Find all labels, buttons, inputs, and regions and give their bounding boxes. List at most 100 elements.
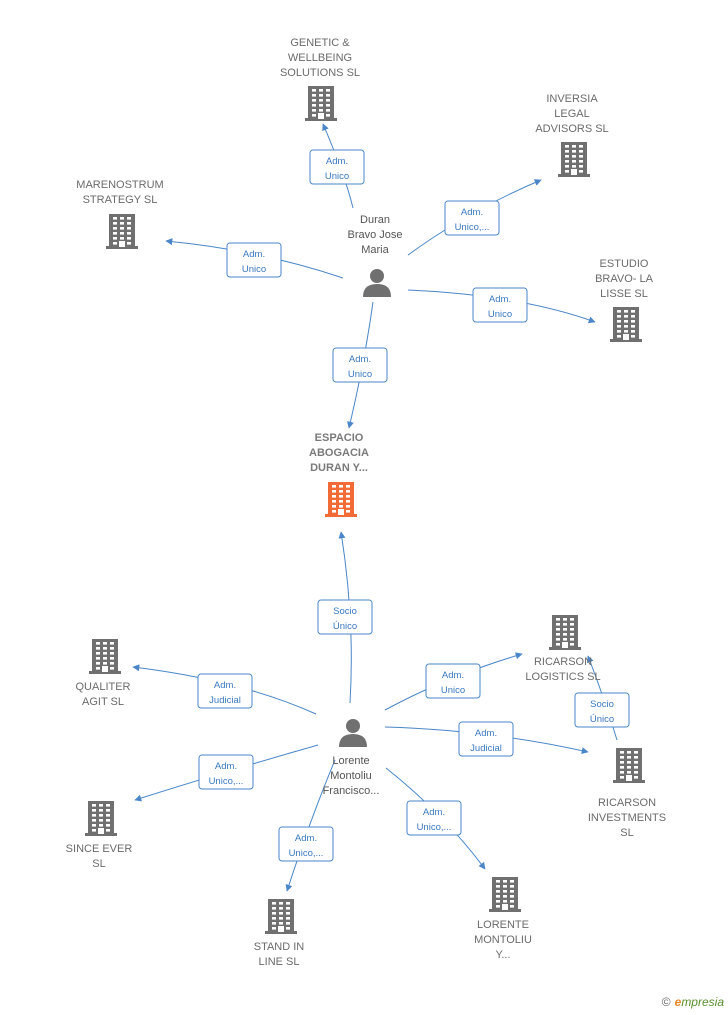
node-label-line: ABOGACIA [309, 447, 369, 459]
node-label-line: SINCE EVER [66, 843, 133, 855]
node-marenostrum[interactable]: MARENOSTRUM STRATEGY SL [76, 179, 164, 249]
node-label-line: QUALITER [75, 681, 130, 693]
node-lorente_y[interactable]: LORENTE MONTOLIU Y... [474, 877, 532, 961]
edge-label-lorente_p-to-lorente_y[interactable]: Adm. Unico,... [406, 800, 462, 836]
node-label-line: LOGISTICS SL [525, 671, 600, 683]
edge-lorente_p-to-stand [285, 759, 336, 892]
node-label-line: STAND IN [254, 941, 305, 953]
node-label-line: STRATEGY SL [83, 194, 158, 206]
node-label-line: MARENOSTRUM [76, 179, 163, 191]
node-label-line: RICARSON [534, 656, 592, 668]
edge-label-line: Adm. [442, 670, 464, 681]
node-label-line: Lorente [332, 755, 369, 767]
edge-label-line: Unico,... [289, 848, 324, 859]
node-label-line: LORENTE [477, 919, 529, 931]
edge-label-line: Unico [348, 369, 372, 380]
edge-label-line: Unico,... [417, 822, 452, 833]
edge-label-duran-to-inversia[interactable]: Adm.Unico,... [444, 200, 500, 236]
building-icon [610, 307, 642, 342]
node-label-line: Maria [361, 244, 389, 256]
edge-label-line: Unico [488, 309, 512, 320]
edge-label-duran-to-genetic[interactable]: Adm. Unico [309, 149, 365, 185]
node-lorente_p[interactable]: LorenteMontoliuFrancisco... [323, 719, 380, 797]
node-label-line: LINE SL [259, 956, 300, 968]
person-icon [339, 719, 367, 747]
node-label-line: Montoliu [330, 770, 372, 782]
edge-label-line: Unico,... [209, 776, 244, 787]
copyright-symbol: © [661, 995, 671, 1009]
node-label-line: SOLUTIONS SL [280, 67, 360, 79]
edge-label-line: Socio [590, 699, 614, 710]
edge-label-line: Judicial [209, 695, 241, 706]
node-ricarson_inv[interactable]: RICARSON INVESTMENTS SL [588, 748, 666, 839]
person-icon [363, 269, 391, 297]
node-label-line: ESPACIO [315, 432, 364, 444]
node-label-line: INVERSIA [546, 93, 598, 105]
edge-label-line: Adm. [215, 761, 237, 772]
building-icon [265, 899, 297, 934]
edge-label-line: Adm. [349, 354, 371, 365]
node-label-line: WELLBEING [288, 52, 352, 64]
edge-label-lorente_p-to-ricarson_log[interactable]: Adm. Unico [425, 663, 481, 699]
node-genetic[interactable]: GENETIC & WELLBEING SOLUTIONS SL [280, 37, 360, 121]
node-label-line: LISSE SL [600, 288, 648, 300]
building-icon [489, 877, 521, 912]
edge-label-lorente_p-to-ricarson_inv[interactable]: Adm. Judicial [458, 721, 514, 757]
node-label-line: RICARSON [598, 797, 656, 809]
edge-label-line: Adm. [243, 249, 265, 260]
node-espacio[interactable]: ESPACIO ABOGACIA DURAN Y... [309, 432, 369, 517]
edge-label-line: Unico [242, 264, 266, 275]
edge-label-line: Único [333, 621, 357, 632]
nodes-layer: GENETIC & WELLBEING SOLUTIONS SL INVERSIA LE… [66, 37, 666, 968]
node-label-line: Y... [495, 949, 510, 961]
edge-label-line: Adm. [214, 680, 236, 691]
node-label-line: GENETIC & [290, 37, 350, 49]
edge-label-duran-to-marenostrum[interactable]: Adm. Unico [226, 242, 282, 278]
building-icon [106, 214, 138, 249]
node-estudio[interactable]: ESTUDIO BRAVO- LA LISSE SL [595, 258, 654, 342]
edge-label-duran-to-estudio[interactable]: Adm. Unico [472, 287, 528, 323]
edge-label-lorente_p-to-since[interactable]: Adm. Unico,... [198, 754, 254, 790]
node-label-line: Duran [360, 214, 390, 226]
edge-label-line: Único [590, 714, 614, 725]
building-icon [549, 615, 581, 650]
edge-label-line: Adm. [423, 807, 445, 818]
brand-name: mpresia [681, 995, 724, 1009]
node-stand[interactable]: STAND IN LINE SL [254, 899, 305, 968]
node-label-line: MONTOLIU [474, 934, 532, 946]
node-label-line: LEGAL [554, 108, 589, 120]
edge-label-line: Adm. [489, 294, 511, 305]
edge-label-line: Socio [333, 606, 357, 617]
building-icon [305, 86, 337, 121]
node-label-line: SL [92, 858, 105, 870]
edge-label-lorente_p-to-qualiter[interactable]: Adm. Judicial [197, 673, 253, 709]
node-label-line: INVESTMENTS [588, 812, 666, 824]
node-since[interactable]: SINCE EVER SL [66, 801, 133, 870]
edge-labels-layer: Adm.UnicoAdm.Unico,...Adm.UnicoAdm.Unico… [197, 149, 630, 862]
node-label-line: BRAVO- LA [595, 273, 654, 285]
edge-label-line: Adm. [295, 833, 317, 844]
edge-label-line: Unico [325, 171, 349, 182]
edge-label-line: Adm. [475, 728, 497, 739]
node-label-line: SL [620, 827, 633, 839]
edge-label-line: Unico [441, 685, 465, 696]
edge-label-line: Adm. [326, 156, 348, 167]
node-label-line: Bravo Jose [347, 229, 402, 241]
brand-initial: e [674, 995, 682, 1009]
node-ricarson_log[interactable]: RICARSON LOGISTICS SL [525, 615, 601, 683]
node-label-line: DURAN Y... [310, 462, 368, 474]
building-icon [613, 748, 645, 783]
building-icon [89, 639, 121, 674]
node-label-line: ADVISORS SL [535, 123, 608, 135]
edge-label-line: Judicial [470, 743, 502, 754]
edge-label-lorente_p-to-stand[interactable]: Adm. Unico,... [278, 826, 334, 862]
node-label-line: ESTUDIO [600, 258, 649, 270]
node-inversia[interactable]: INVERSIA LEGAL ADVISORS SL [535, 93, 609, 177]
building-icon [85, 801, 117, 836]
edge-label-duran-to-espacio[interactable]: Adm. Unico [332, 347, 388, 383]
